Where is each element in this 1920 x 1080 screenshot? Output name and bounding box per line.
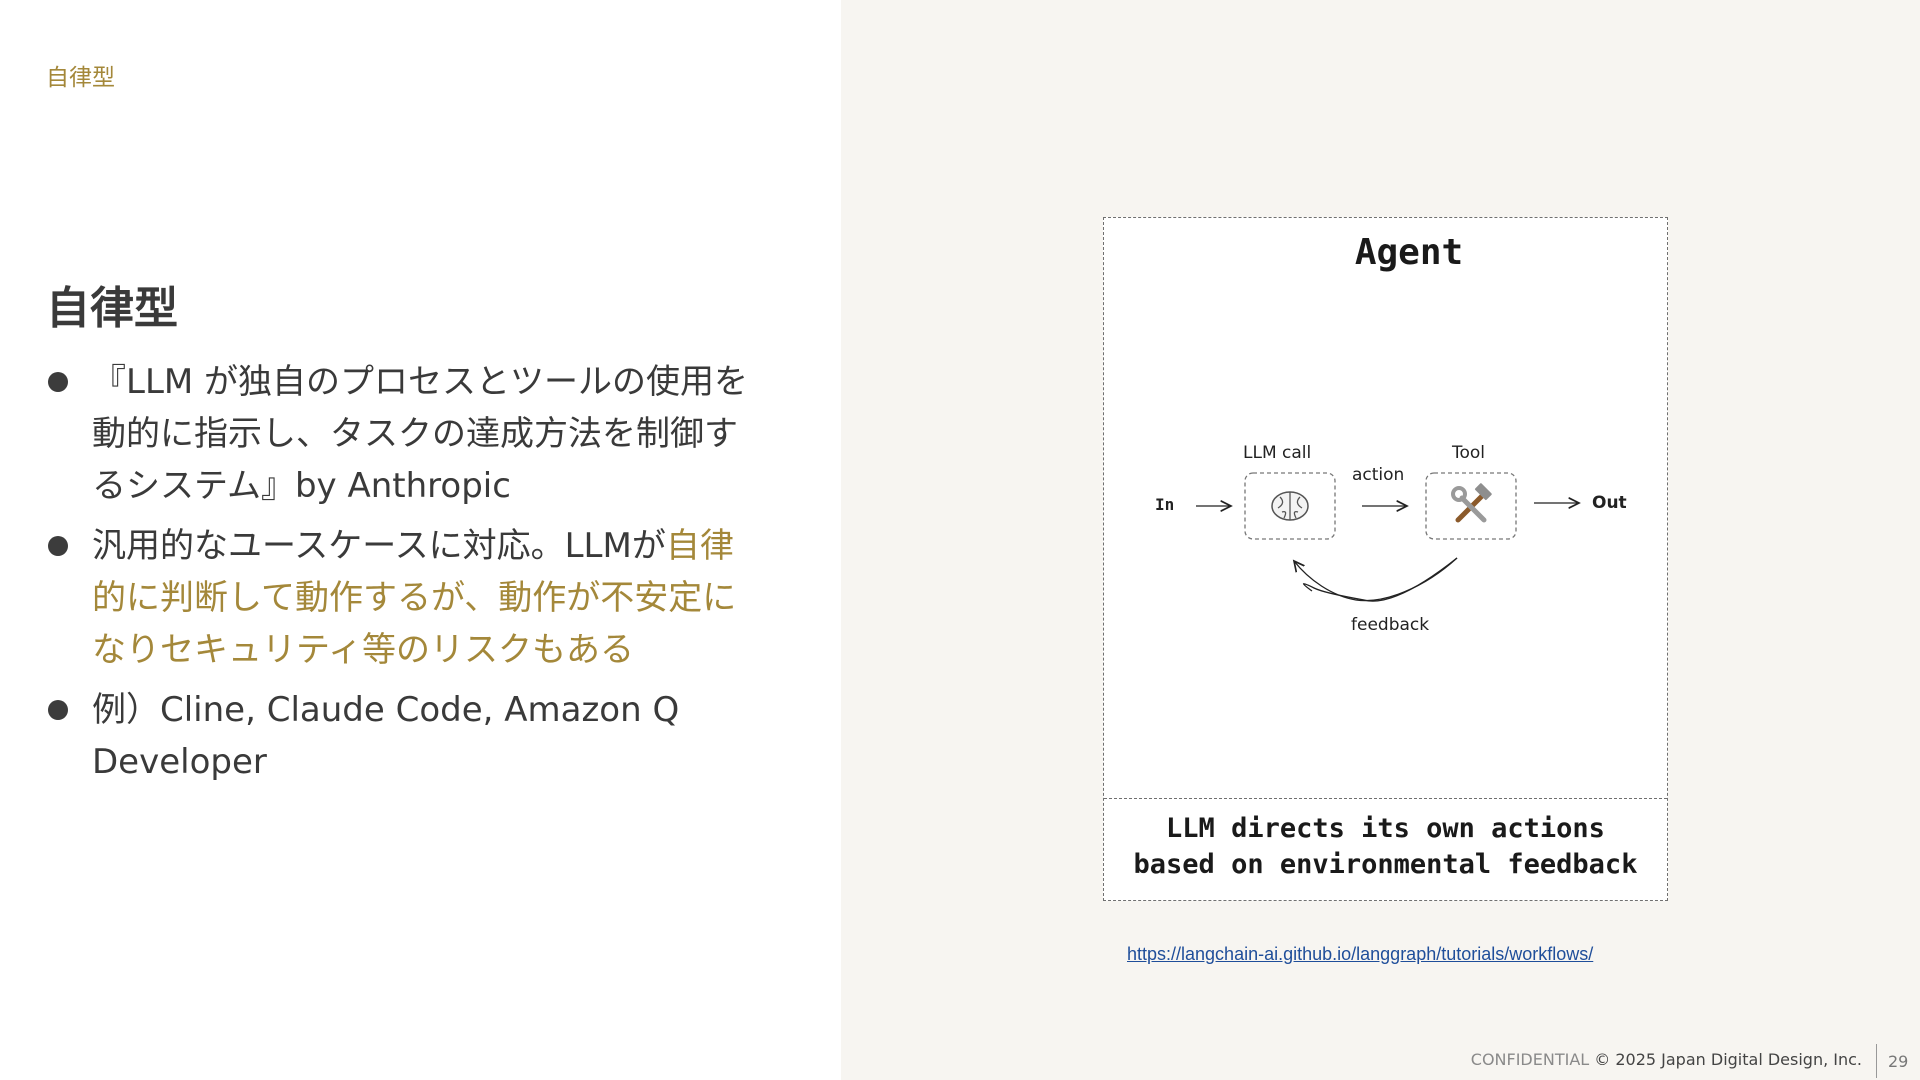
action-label: action	[1352, 465, 1404, 485]
bullet-item-examples: 例）Cline, Claude Code, Amazon Q Developer	[46, 684, 766, 788]
bullet-dot-icon	[48, 536, 68, 556]
bullet-item-definition: 『LLM が独自のプロセスとツールの使用を動的に指示し、タスクの達成方法を制御す…	[46, 356, 766, 512]
bullet-text: 『LLM が独自のプロセスとツールの使用を動的に指示し、タスクの達成方法を制御す…	[92, 362, 749, 506]
source-link[interactable]: https://langchain-ai.github.io/langgraph…	[1127, 944, 1594, 964]
agent-diagram-graphic: Agent In LLM call action Tool Out feedba…	[1155, 232, 1627, 635]
in-label: In	[1155, 495, 1174, 514]
agent-diagram: Agent In LLM call action Tool Out feedba…	[1103, 217, 1668, 901]
confidential-label: CONFIDENTIAL	[1470, 1050, 1590, 1069]
diagram-caption: LLM directs its own actions based on env…	[1104, 798, 1667, 899]
bullet-text: 例）Cline, Claude Code, Amazon Q Developer	[92, 690, 680, 782]
bullet-list: 『LLM が独自のプロセスとツールの使用を動的に指示し、タスクの達成方法を制御す…	[46, 356, 766, 796]
out-label: Out	[1592, 493, 1627, 513]
page-number: 29	[1888, 1052, 1909, 1071]
bullet-text: 汎用的なユースケースに対応。LLMが	[92, 526, 666, 566]
bullet-highlight-text: 自律的に判断して動作するが、動作が不安定になりセキュリティ等のリスクもある	[92, 526, 737, 670]
hammer-wrench-icon	[1451, 483, 1492, 523]
llm-call-label: LLM call	[1243, 443, 1311, 463]
tool-label: Tool	[1451, 443, 1485, 463]
brain-icon	[1271, 491, 1309, 521]
caption-line-1: LLM directs its own actions	[1166, 813, 1605, 844]
section-label: 自律型	[46, 65, 115, 91]
feedback-arrow	[1302, 557, 1458, 602]
caption-line-2: based on environmental feedback	[1133, 849, 1638, 880]
feedback-arrow-curve	[1294, 557, 1458, 602]
footer: CONFIDENTIAL © 2025 Japan Digital Design…	[1471, 1050, 1862, 1069]
bullet-dot-icon	[48, 700, 68, 720]
bullet-item-use-case: 汎用的なユースケースに対応。LLMが自律的に判断して動作するが、動作が不安定にな…	[46, 520, 766, 676]
feedback-label: feedback	[1351, 615, 1429, 635]
slide-title: 自律型	[46, 283, 178, 334]
bullet-dot-icon	[48, 372, 68, 392]
footer-divider	[1876, 1044, 1877, 1078]
copyright-text: © 2025 Japan Digital Design, Inc.	[1594, 1050, 1862, 1069]
diagram-title: Agent	[1355, 232, 1463, 273]
